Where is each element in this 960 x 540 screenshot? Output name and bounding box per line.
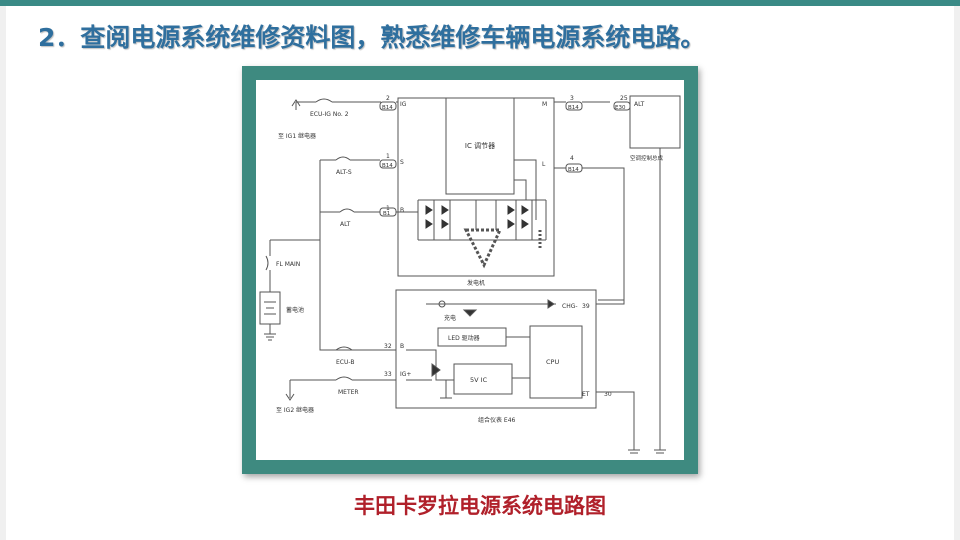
pin-b-label: B bbox=[400, 207, 404, 214]
b1-label: B1 bbox=[383, 211, 390, 217]
e30-pin-number: 25 bbox=[620, 95, 628, 102]
generator-label: 发电机 bbox=[467, 279, 485, 287]
fl-main-label: FL MAIN bbox=[276, 261, 300, 268]
to-ig1-label: 至 IG1 继电器 bbox=[278, 132, 316, 140]
slide-title: 2．查阅电源系统维修资料图，熟悉维修车辆电源系统电路。 bbox=[38, 23, 706, 52]
ig-input-diode bbox=[431, 363, 441, 377]
top-accent-stripe bbox=[0, 0, 960, 6]
ic5v-label: 5V IC bbox=[470, 376, 488, 384]
charge-led-diode bbox=[462, 309, 478, 317]
pin32-number: 32 bbox=[384, 343, 392, 350]
alt-label: ALT bbox=[340, 221, 351, 228]
diagram-canvas: IC 调节器 发电机 ECU-IG No. 2 至 IG1 继电器 2 B14 … bbox=[256, 80, 684, 460]
pin-b2-label: B bbox=[400, 343, 404, 350]
b14-s-label: B14 bbox=[382, 163, 393, 169]
et-ground-wire bbox=[596, 391, 640, 454]
diagram-caption: 丰田卡罗拉电源系统电路图 bbox=[354, 494, 606, 518]
s-pin-number: 1 bbox=[386, 153, 390, 160]
rectifier-diodes bbox=[425, 205, 529, 229]
ic5v-box bbox=[453, 363, 513, 395]
to-ig2-label: 至 IG2 继电器 bbox=[276, 406, 314, 414]
to-ig2-arrow bbox=[285, 380, 295, 401]
to-ig1-arrowhead bbox=[291, 99, 301, 107]
ig-pin-number: 2 bbox=[386, 95, 390, 102]
ic-regulator-box bbox=[445, 97, 515, 195]
alt-s-label: ALT-S bbox=[336, 169, 352, 176]
alt-fuse bbox=[339, 208, 355, 213]
b14-connector-ig bbox=[379, 101, 397, 111]
ecu-b-fuse bbox=[335, 346, 353, 351]
battery-ground bbox=[264, 324, 276, 341]
charge-lamp-icon bbox=[438, 300, 446, 308]
meter-fuse bbox=[335, 376, 353, 381]
battery-label: 蓄电池 bbox=[286, 306, 304, 314]
b14-l-label: B14 bbox=[568, 167, 579, 173]
l-wire bbox=[554, 167, 625, 301]
pin-l-label: L bbox=[542, 161, 546, 168]
ac-ground-wire bbox=[654, 148, 666, 454]
pin-s-label: S bbox=[400, 159, 404, 166]
left-edge-strip bbox=[0, 6, 6, 540]
rectifier-bus bbox=[417, 199, 547, 241]
meter-label: METER bbox=[338, 389, 359, 396]
m-pin-number: 3 bbox=[570, 95, 574, 102]
chg-label: CHG- bbox=[562, 303, 578, 310]
stator-coils bbox=[463, 228, 503, 269]
pin-ig-label: IG bbox=[400, 101, 407, 108]
charge-label: 充电 bbox=[444, 314, 456, 322]
combo-meter-label: 组合仪表 E46 bbox=[478, 416, 516, 424]
alt-s-fuse bbox=[335, 156, 351, 161]
ic-regulator-label: IC 调节器 bbox=[465, 141, 495, 150]
e30-label: E30 bbox=[615, 105, 626, 111]
combo-meter-box bbox=[395, 289, 597, 409]
diagram-frame: IC 调节器 发电机 ECU-IG No. 2 至 IG1 继电器 2 B14 … bbox=[242, 66, 698, 474]
ac-control-label: 空调控制总成 bbox=[630, 154, 664, 162]
pin33-number: 33 bbox=[384, 371, 392, 378]
b14-m-label: B14 bbox=[568, 105, 579, 111]
b14-ig-label: B14 bbox=[382, 105, 393, 111]
ecu-ig-fuse bbox=[315, 98, 333, 103]
chg-diode bbox=[547, 299, 555, 309]
main-bus-wire bbox=[319, 160, 380, 351]
pin-et-label: ET bbox=[582, 391, 590, 398]
pin39-number: 39 bbox=[582, 303, 590, 310]
b14-connector-m bbox=[565, 101, 583, 111]
ecu-b-label: ECU-B bbox=[336, 359, 354, 366]
right-edge-strip bbox=[954, 6, 960, 540]
ecu-ig-label: ECU-IG No. 2 bbox=[310, 111, 349, 118]
cpu-label: CPU bbox=[546, 358, 559, 366]
pin30-number: 30 bbox=[604, 391, 612, 398]
alt-box-label: ALT bbox=[634, 101, 645, 108]
led-driver-label: LED 驱动器 bbox=[448, 335, 480, 342]
cpu-box bbox=[529, 325, 583, 399]
ac-control-box bbox=[629, 95, 681, 149]
circuit-diagram: IC 调节器 发电机 ECU-IG No. 2 至 IG1 继电器 2 B14 … bbox=[259, 95, 681, 454]
meter-internal-ground bbox=[440, 380, 452, 399]
pin-m-label: M bbox=[542, 101, 547, 108]
pin-igp-label: IG+ bbox=[400, 371, 411, 378]
fl-main-fuse bbox=[265, 255, 269, 271]
b14-connector-s bbox=[379, 159, 397, 169]
l-pin-number: 4 bbox=[570, 155, 574, 162]
